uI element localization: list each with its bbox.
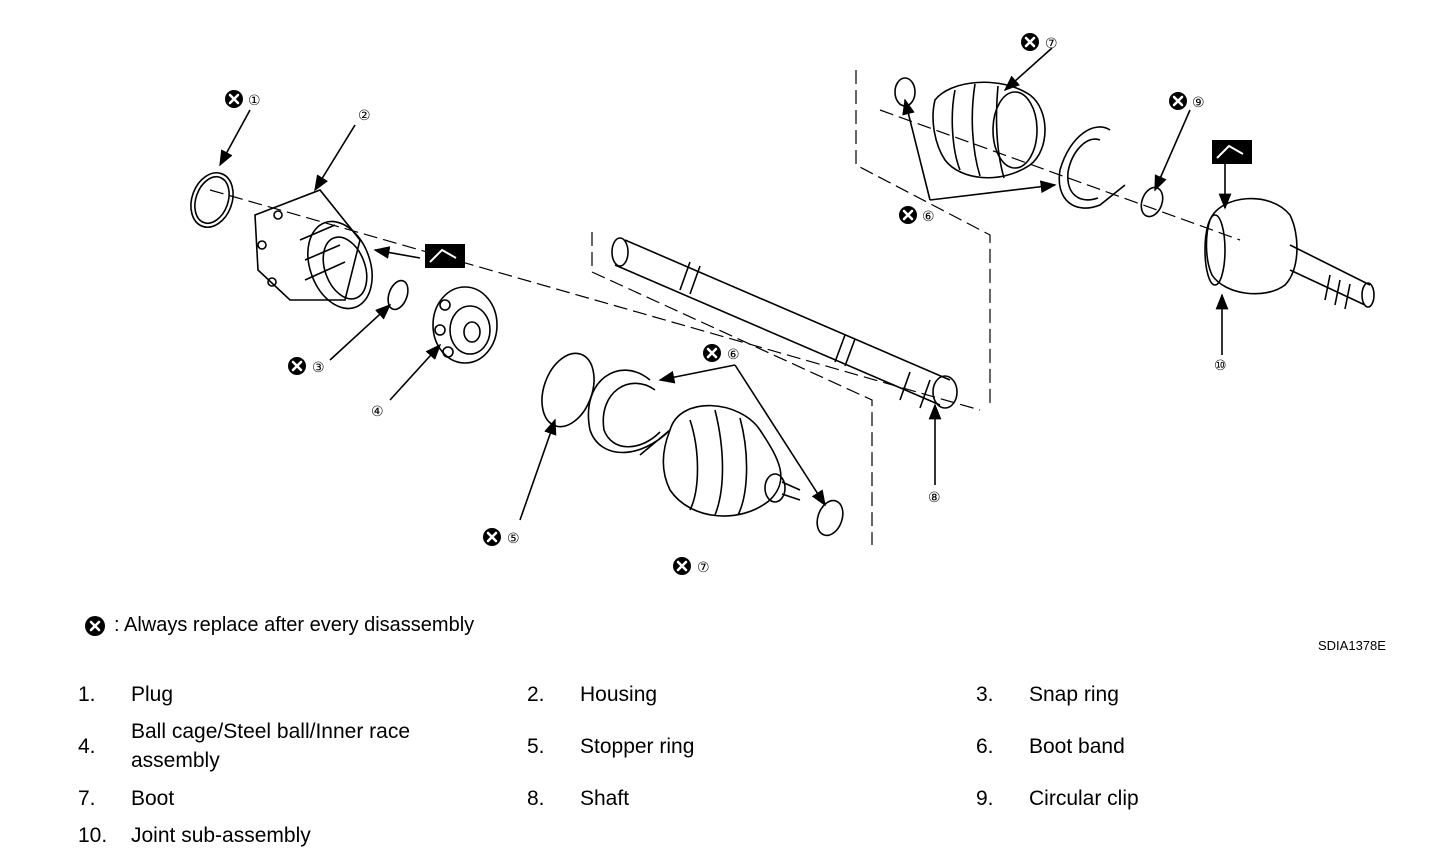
part-label: Joint sub-assembly — [131, 824, 311, 847]
torque-symbol-icon — [425, 244, 465, 268]
part-label: Shaft — [580, 787, 630, 810]
part-number: 1. — [78, 683, 96, 706]
shaft-part — [611, 237, 958, 409]
callout-7: ⑦ — [1045, 36, 1058, 52]
part-label: Plug — [131, 683, 174, 706]
part-number: 10. — [78, 824, 108, 847]
part-number: 9. — [976, 787, 994, 810]
replace-legend: : Always replace after every disassembly — [84, 614, 474, 637]
ball-cage-part — [432, 286, 498, 364]
boot-right-part — [932, 81, 1046, 179]
joint-sub-assembly-part — [1204, 197, 1375, 310]
part-label: Stopper ring — [580, 735, 695, 758]
callout-3: ③ — [312, 360, 325, 376]
callout-8: ⑧ — [928, 490, 941, 506]
callout-5: ⑤ — [507, 531, 520, 547]
part-number: 5. — [527, 735, 545, 758]
x-circle-icon — [85, 615, 105, 636]
torque-symbol-icon — [1212, 140, 1252, 164]
part-label: Housing — [580, 683, 658, 706]
part-number: 8. — [527, 787, 545, 810]
part-number: 6. — [976, 735, 994, 758]
replace-legend-text: : Always replace after every disassembly — [114, 614, 475, 636]
callout-4: ④ — [371, 404, 384, 420]
exploded-drive-shaft-diagram: ① ② ③ ④ ⑤ ⑥ ⑥ ⑦ ⑦ ⑧ ⑨ ⑩ — [190, 31, 1375, 577]
callout-7: ⑦ — [697, 560, 710, 576]
callout-6: ⑥ — [727, 347, 740, 363]
part-label: Boot band — [1029, 735, 1125, 758]
callout-2: ② — [358, 108, 371, 124]
callout-6: ⑥ — [922, 209, 935, 225]
figure-code: SDIA1378E — [1318, 638, 1386, 653]
part-number: 2. — [527, 683, 545, 706]
part-label: Ball cage/Steel ball/Inner race assembly — [131, 720, 410, 772]
plug-part — [190, 172, 234, 228]
callout-10: ⑩ — [1214, 358, 1227, 374]
callout-9: ⑨ — [1192, 95, 1205, 111]
part-number: 3. — [976, 683, 994, 706]
part-number: 7. — [78, 787, 96, 810]
part-number: 4. — [78, 735, 96, 758]
callout-1: ① — [248, 93, 261, 109]
part-label: Circular clip — [1029, 787, 1139, 810]
housing-part — [254, 189, 373, 310]
part-label: Snap ring — [1029, 683, 1119, 706]
boot-left-part — [662, 404, 801, 517]
part-label: Boot — [131, 787, 175, 810]
